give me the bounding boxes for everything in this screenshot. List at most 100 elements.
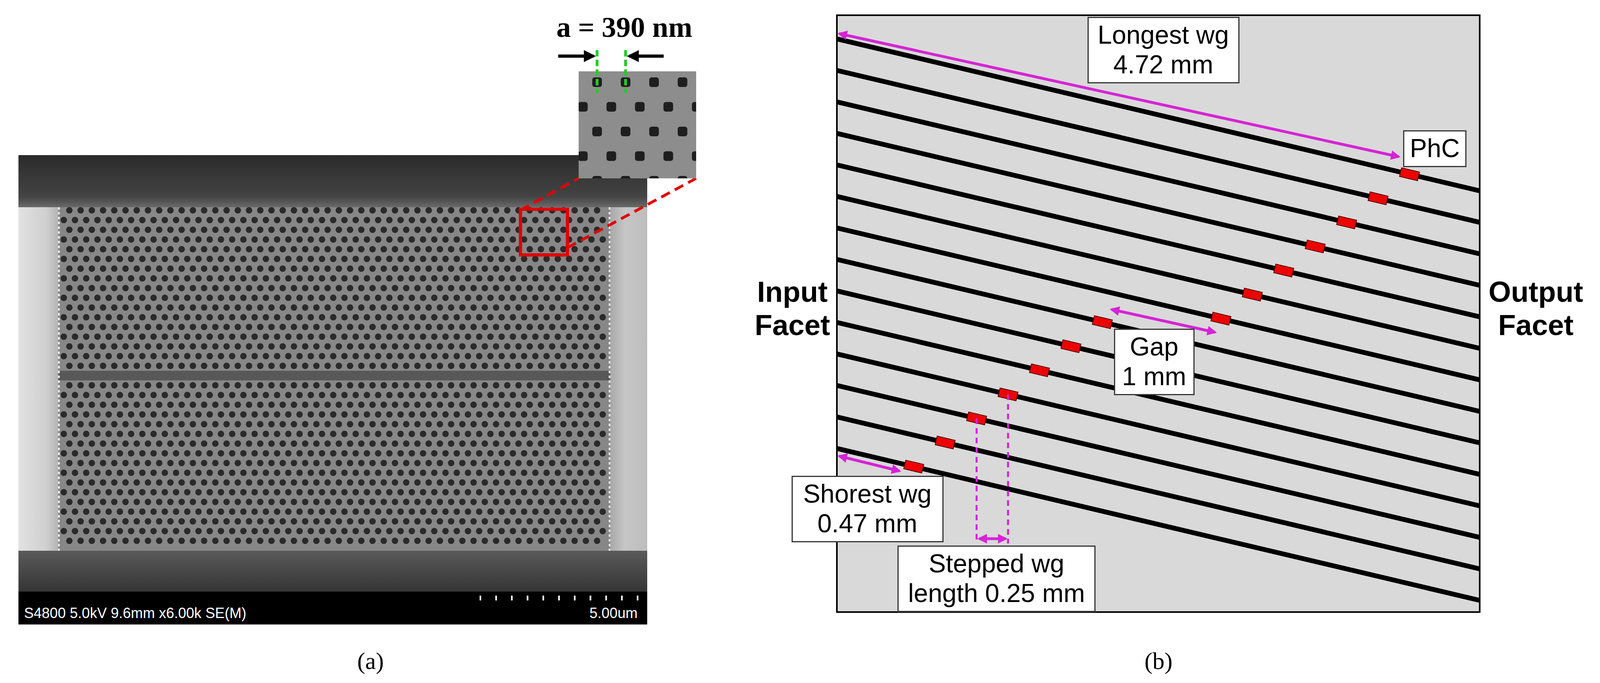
air-hole [88, 343, 96, 350]
air-hole [122, 362, 129, 370]
air-hole [127, 508, 135, 516]
inset-hole [635, 102, 645, 112]
lattice-arrow [629, 54, 664, 58]
air-hole [526, 537, 533, 545]
air-hole [83, 255, 90, 263]
air-hole [498, 469, 505, 477]
air-hole [588, 411, 595, 418]
air-hole [330, 236, 337, 244]
air-hole [285, 392, 292, 399]
air-hole [532, 353, 539, 360]
scale-tick [605, 595, 608, 601]
air-hole [66, 459, 73, 467]
air-hole [217, 469, 225, 477]
air-hole [548, 382, 556, 389]
air-hole [431, 431, 438, 438]
air-hole [195, 469, 202, 477]
air-hole [330, 450, 337, 457]
air-hole [414, 285, 421, 292]
air-hole [155, 421, 163, 428]
air-hole [453, 411, 460, 418]
air-hole [436, 226, 444, 233]
air-hole [257, 518, 264, 525]
air-hole [133, 265, 140, 272]
air-hole [217, 294, 225, 302]
air-hole [335, 459, 343, 467]
air-hole [554, 392, 562, 399]
air-hole [66, 382, 73, 389]
air-hole [403, 362, 410, 370]
air-hole [593, 479, 601, 487]
air-hole [184, 216, 191, 224]
air-hole [380, 207, 387, 214]
air-hole [161, 392, 169, 399]
air-hole [60, 314, 67, 321]
air-hole [588, 450, 595, 457]
air-hole [565, 314, 573, 321]
air-hole [184, 314, 191, 321]
air-hole [184, 333, 191, 341]
air-hole [509, 528, 517, 535]
air-hole [431, 411, 438, 418]
air-hole [554, 528, 562, 535]
air-hole [144, 382, 152, 389]
air-hole [447, 382, 455, 389]
air-hole [268, 479, 275, 487]
air-hole [313, 518, 320, 525]
sem-left-pad [18, 207, 59, 551]
air-hole [431, 392, 438, 399]
air-hole [279, 226, 286, 233]
air-hole [189, 518, 197, 525]
air-hole [560, 324, 567, 331]
air-hole [184, 489, 191, 496]
air-hole [172, 216, 180, 224]
air-hole [447, 285, 455, 292]
air-hole [369, 479, 376, 487]
air-hole [414, 440, 421, 448]
air-hole [509, 469, 517, 477]
air-hole [346, 440, 354, 448]
air-hole [397, 333, 404, 341]
air-hole [307, 236, 314, 244]
air-hole [313, 265, 320, 272]
air-hole [571, 459, 578, 467]
air-hole [301, 401, 309, 409]
air-hole [313, 401, 320, 409]
air-hole [223, 518, 230, 525]
air-hole [358, 518, 365, 525]
inset-hole [635, 151, 645, 162]
air-hole [77, 207, 84, 214]
air-hole [548, 304, 556, 311]
air-hole [257, 324, 264, 331]
air-hole [363, 236, 371, 244]
air-hole [94, 489, 101, 496]
air-hole [425, 265, 432, 272]
air-hole [453, 528, 460, 535]
air-hole [425, 498, 432, 506]
zoom-leader [567, 178, 697, 248]
air-hole [363, 411, 371, 418]
air-hole [419, 508, 427, 516]
air-hole [195, 431, 202, 438]
air-hole [167, 498, 174, 506]
air-hole [593, 518, 601, 525]
air-hole [133, 343, 140, 350]
air-hole [548, 537, 556, 545]
air-hole [268, 537, 275, 545]
air-hole [318, 294, 326, 302]
air-hole [178, 246, 185, 253]
air-hole [515, 304, 522, 311]
air-hole [240, 450, 247, 457]
air-hole [498, 353, 505, 360]
air-hole [240, 353, 247, 360]
air-hole [577, 353, 584, 360]
phc-section [1061, 340, 1082, 353]
air-hole [105, 314, 112, 321]
air-hole [391, 401, 399, 409]
air-hole [195, 353, 202, 360]
air-hole [470, 479, 477, 487]
air-hole [537, 362, 545, 370]
air-hole [532, 528, 539, 535]
air-hole [116, 489, 124, 496]
air-hole [363, 333, 371, 341]
